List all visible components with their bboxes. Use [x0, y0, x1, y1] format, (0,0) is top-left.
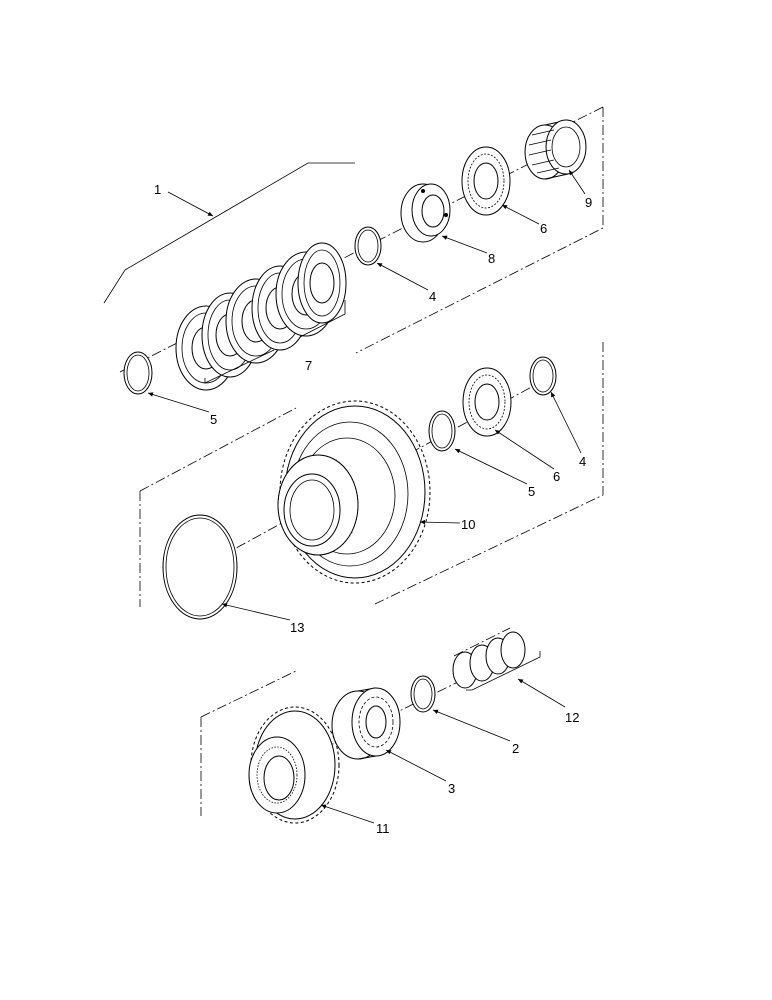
snap-ring-5-middle [428, 410, 456, 452]
leader-6-middle [494, 429, 555, 470]
leader-4-top [376, 262, 429, 291]
leader-11 [320, 804, 375, 824]
leader-12 [517, 678, 566, 708]
snap-ring-4-middle [529, 356, 557, 396]
leader-13 [221, 602, 291, 621]
callout-6-top: 6 [540, 221, 547, 236]
callout-4-top: 4 [429, 289, 436, 304]
middle-phantom-frame [139, 342, 604, 607]
callout-2: 2 [512, 741, 519, 756]
bottom-assembly-group [200, 627, 541, 824]
callout-8: 8 [488, 251, 495, 266]
ball-bearing-3 [331, 687, 401, 760]
callout-5-middle: 5 [528, 484, 535, 499]
leader-3 [385, 749, 447, 782]
leader-4-middle [550, 391, 582, 454]
callout-7: 7 [305, 358, 312, 373]
item-1-bracket [103, 162, 355, 304]
bottom-phantom-frame [200, 627, 511, 816]
callout-6-middle: 6 [553, 469, 560, 484]
o-ring-13 [162, 514, 238, 620]
callout-1: 1 [154, 182, 161, 197]
callout-10: 10 [461, 517, 475, 532]
hub-8 [400, 183, 451, 243]
springs-12 [452, 631, 541, 691]
callout-4-middle: 4 [579, 454, 586, 469]
callout-13: 13 [290, 620, 304, 635]
callout-11: 11 [376, 821, 390, 836]
callout-3: 3 [448, 781, 455, 796]
snap-ring-5-top [123, 351, 153, 395]
small-gear-11 [248, 706, 340, 824]
clutch-discs-7 [175, 242, 347, 391]
callout-12: 12 [565, 710, 579, 725]
snap-ring-4-top [354, 226, 382, 266]
leader-lines [147, 169, 586, 824]
leader-9 [568, 169, 586, 195]
snap-ring-2 [410, 675, 436, 713]
thrust-bearing-6-middle [462, 367, 512, 437]
leader-6-top [501, 204, 540, 225]
large-gear-10 [277, 400, 431, 584]
callout-5-top: 5 [210, 412, 217, 427]
leader-2 [432, 709, 511, 742]
leader-5-top [147, 392, 210, 413]
needle-bearing-9 [524, 119, 587, 180]
leader-10 [419, 519, 461, 525]
top-assembly-group [103, 106, 604, 395]
callout-labels: 1 5 7 4 8 6 9 5 6 4 10 13 12 2 3 11 [154, 182, 592, 836]
thrust-bearing-6-top [461, 146, 511, 216]
leader-1 [167, 191, 214, 217]
callout-9: 9 [585, 195, 592, 210]
middle-assembly-group [139, 342, 604, 620]
leader-5-middle [454, 448, 528, 485]
leader-8 [441, 235, 488, 254]
